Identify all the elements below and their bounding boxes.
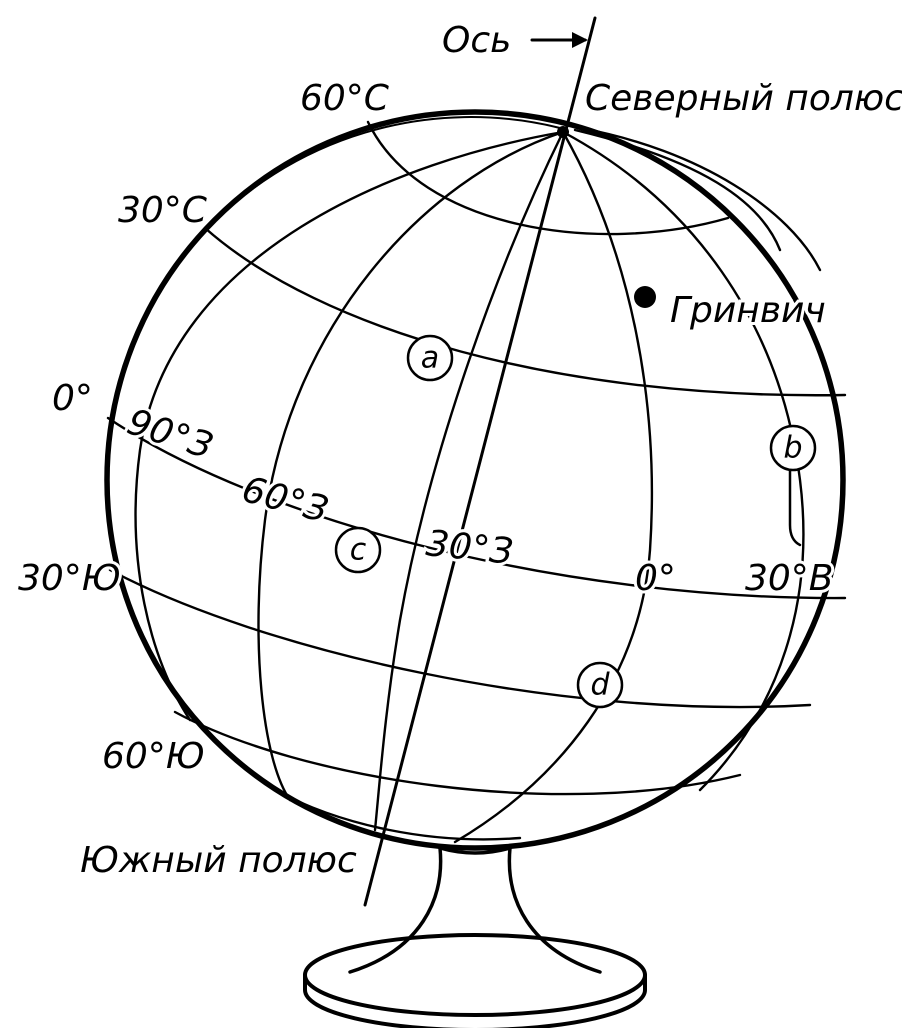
lon-30w-label: 30°З (424, 523, 515, 573)
meridian-30w (375, 132, 563, 830)
stand-base-top (305, 935, 645, 1015)
marker-b-label: b (783, 431, 802, 466)
marker-b-pointer (790, 470, 800, 545)
north-pole-point (557, 126, 569, 138)
parallel-equator (108, 418, 845, 598)
greenwich-point (634, 286, 656, 308)
north-pole-label: Северный полюс (585, 78, 902, 119)
meridian-90e-stub (580, 128, 820, 270)
marker-d-label: d (590, 668, 610, 703)
lat-30n-label: 30°С (118, 190, 208, 231)
marker-d: d (578, 663, 622, 707)
stand-base-rim (305, 975, 645, 1028)
parallel-30s (110, 570, 810, 707)
lon-0-label: 0° (635, 558, 676, 599)
marker-b: b (771, 426, 815, 470)
marker-a-label: a (421, 341, 439, 376)
lat-60n-label: 60°С (300, 78, 390, 119)
globe-outline-inner-highlight (200, 117, 560, 236)
marker-a: a (408, 336, 452, 380)
lat-0-label: 0° (52, 378, 93, 419)
axis-arrow (532, 32, 588, 48)
meridian-0 (455, 132, 652, 842)
marker-c: c (336, 528, 380, 572)
lon-60w-label: 60°З (238, 469, 333, 531)
axis-arrow-head (572, 32, 588, 48)
stand-stem-left (350, 848, 441, 972)
marker-c-label: c (350, 533, 367, 568)
south-pole-label: Южный полюс (80, 840, 357, 881)
parallel-80s (275, 790, 520, 839)
greenwich-label: Гринвич (670, 290, 826, 331)
lat-60s-label: 60°Ю (102, 736, 205, 777)
axis-label: Ось (442, 20, 511, 61)
lat-30s-label: 30°Ю (18, 558, 121, 599)
lon-90w-label: 90°З (122, 402, 217, 468)
lon-30e-label: 30°В (745, 558, 834, 599)
stand-stem-right (509, 848, 600, 972)
labels: Ось Северный полюс 60°С 30°С Гринвич 0° … (18, 20, 902, 881)
